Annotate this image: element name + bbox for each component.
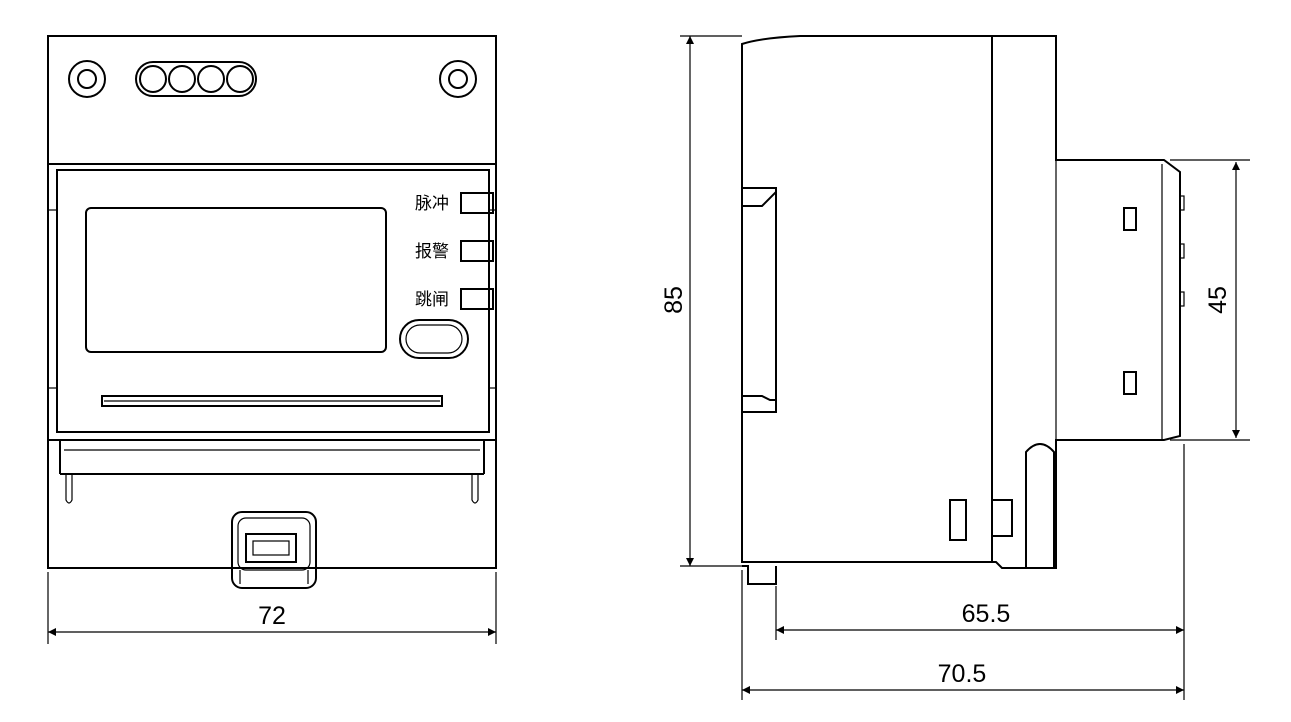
side-body-outline xyxy=(741,35,1181,569)
indicator-alarm: 报警 xyxy=(415,240,494,262)
led-window xyxy=(460,240,494,262)
bottom-slot xyxy=(949,499,967,541)
bottom-rail-clip xyxy=(742,565,777,585)
front-height-dimension-label: 45 xyxy=(1204,286,1232,314)
bottom-tab xyxy=(991,499,1013,537)
depth-dimension-inner-label: 65.5 xyxy=(962,600,1011,628)
top-terminal-block xyxy=(47,35,497,165)
din-notch-upper xyxy=(742,187,777,207)
din-notch-lower xyxy=(742,395,777,413)
depth-dimension-outer-label: 70.5 xyxy=(938,660,987,688)
height-dimension: 85 xyxy=(660,35,742,567)
width-dimension-label: 72 xyxy=(258,602,286,630)
side-view: 85 45 65.5 70.5 xyxy=(660,35,1250,700)
indicator-label: 报警 xyxy=(415,242,449,262)
bottom-latch xyxy=(1025,443,1055,568)
indicator-trip: 跳闸 xyxy=(415,288,494,310)
indicator-label: 脉冲 xyxy=(415,194,449,214)
lcd-display xyxy=(85,207,387,353)
indicator-pulse: 脉冲 xyxy=(415,192,494,214)
led-window xyxy=(460,192,494,214)
depth-dimension-outer: 70.5 xyxy=(741,570,1184,700)
label-slot xyxy=(101,395,443,407)
front-panel-inner xyxy=(56,169,490,433)
width-dimension: 72 xyxy=(47,572,497,644)
terminal-screws xyxy=(135,61,257,97)
function-button xyxy=(399,319,469,359)
din-clip xyxy=(231,511,317,589)
side-slot-upper xyxy=(1123,207,1137,231)
bottom-terminal-block xyxy=(47,439,497,569)
side-slot-lower xyxy=(1123,371,1137,395)
height-dimension-label: 85 xyxy=(660,286,688,314)
front-height-dimension: 45 xyxy=(1170,159,1250,441)
mounting-screw-left xyxy=(68,60,106,98)
indicator-label: 跳闸 xyxy=(415,290,449,310)
front-view: 脉冲 报警 跳闸 xyxy=(47,35,497,644)
depth-dimension-inner: 65.5 xyxy=(775,444,1185,700)
led-window xyxy=(460,288,494,310)
mounting-screw-right xyxy=(439,60,477,98)
